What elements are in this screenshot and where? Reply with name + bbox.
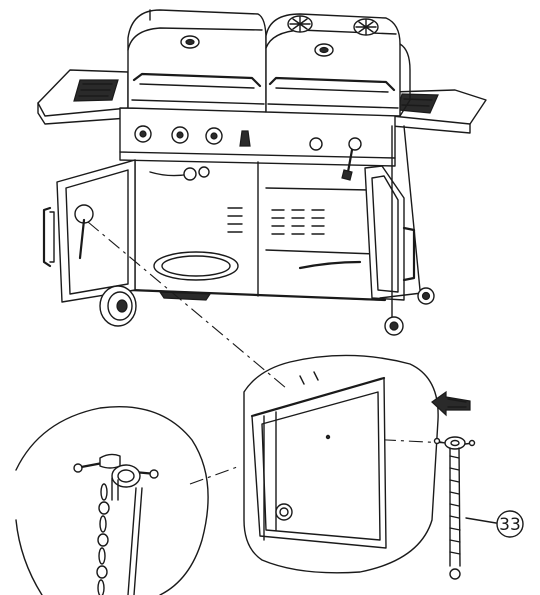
- zoom-circle-detail: [15, 405, 209, 595]
- grill-assembly: [37, 9, 487, 336]
- leader-line-lower: [189, 465, 241, 485]
- chain-links: [96, 483, 110, 595]
- control-panel: [119, 107, 396, 181]
- left-door: [42, 159, 136, 303]
- left-wheel: [99, 285, 137, 327]
- right-frame-legs: [379, 125, 435, 336]
- zoom-circle-outline: [15, 405, 209, 595]
- left-side-shelf: [37, 69, 129, 125]
- chain-hook-part: [433, 436, 476, 580]
- right-door: [364, 165, 416, 301]
- callout-circle: [496, 510, 524, 538]
- part-callout: 33: [465, 510, 524, 538]
- callout-leader: [465, 517, 497, 524]
- part-number-label: 33: [499, 515, 521, 535]
- door-detail-inset: [243, 354, 439, 574]
- leader-line-upper: [87, 221, 287, 389]
- cabinet-frame: [128, 159, 387, 302]
- right-lid: [265, 13, 411, 117]
- left-lid: [127, 9, 267, 113]
- direction-arrow: [431, 390, 471, 417]
- right-side-shelf: [391, 89, 487, 134]
